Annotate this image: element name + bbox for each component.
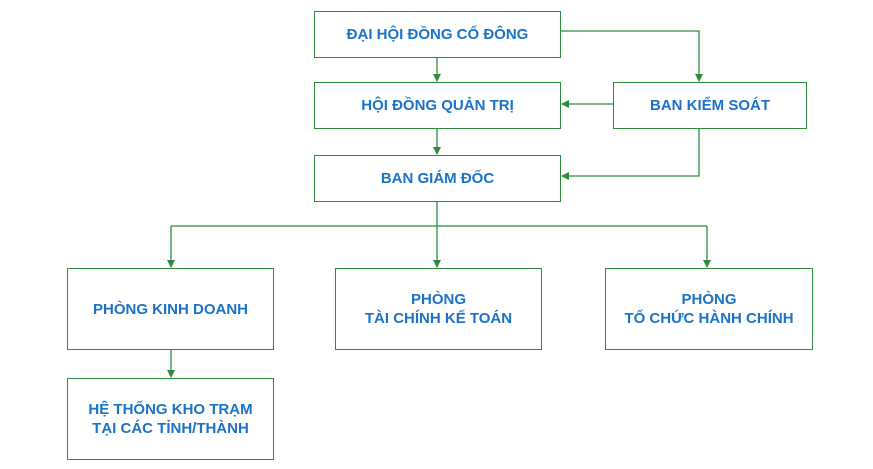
node-board-of-directors-label: HỘI ĐỒNG QUẢN TRỊ xyxy=(361,97,514,114)
node-executive-board-label: BAN GIÁM ĐỐC xyxy=(380,170,495,187)
edge-general-meeting-to-supervisory xyxy=(561,30,703,82)
node-warehouse-system-label: HỆ THỐNG KHO TRẠM TẠI CÁC TỈNH/THÀNH xyxy=(88,401,253,437)
edge-supervisory-to-executive xyxy=(561,129,700,180)
node-supervisory-board: BAN KIỂM SOÁT xyxy=(613,82,807,129)
node-business-dept-label: PHÒNG KINH DOANH xyxy=(92,300,248,318)
node-finance-dept-label: PHÒNG TÀI CHÍNH KẾ TOÁN xyxy=(364,291,513,327)
node-supervisory-board-label: BAN KIỂM SOÁT xyxy=(650,97,770,114)
node-warehouse-system: HỆ THỐNG KHO TRẠM TẠI CÁC TỈNH/THÀNH xyxy=(67,378,274,460)
node-business-dept: PHÒNG KINH DOANH xyxy=(67,268,274,350)
node-general-meeting-label: ĐẠI HỘI ĐỒNG CỔ ĐÔNG xyxy=(346,26,529,43)
node-executive-board: BAN GIÁM ĐỐC xyxy=(314,155,561,202)
node-admin-dept-label: PHÒNG TỔ CHỨC HÀNH CHÍNH xyxy=(624,291,794,327)
node-general-meeting: ĐẠI HỘI ĐỒNG CỔ ĐÔNG xyxy=(314,11,561,58)
node-admin-dept: PHÒNG TỔ CHỨC HÀNH CHÍNH xyxy=(605,268,813,350)
node-board-of-directors: HỘI ĐỒNG QUẢN TRỊ xyxy=(314,82,561,129)
node-finance-dept: PHÒNG TÀI CHÍNH KẾ TOÁN xyxy=(335,268,542,350)
